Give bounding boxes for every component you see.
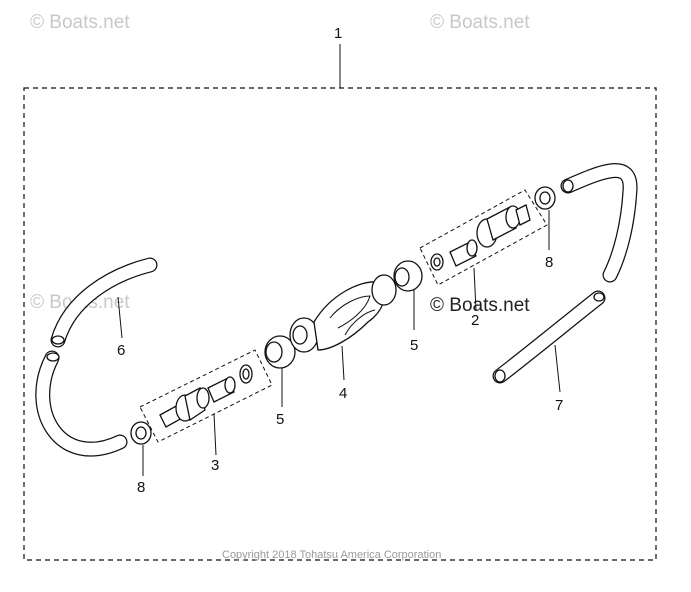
connector-right[interactable] <box>430 204 531 271</box>
connector-right-box <box>419 189 548 286</box>
connector-left[interactable] <box>159 364 253 428</box>
connector-right-leader <box>473 267 477 311</box>
watermark-top-left: © Boats.net <box>30 12 130 33</box>
callout-4: 4 <box>339 385 347 402</box>
callout-5-left: 5 <box>276 411 284 428</box>
primer-bulb[interactable] <box>289 274 397 353</box>
ring-left[interactable] <box>264 335 296 369</box>
callout-8-right: 8 <box>545 254 553 271</box>
hose-left[interactable] <box>35 257 158 457</box>
callout-5-right: 5 <box>410 337 418 354</box>
connector-left-box <box>139 349 273 443</box>
callout-7: 7 <box>555 397 563 414</box>
watermark-top-right: © Boats.net <box>430 12 530 33</box>
connector-left-leader <box>213 413 217 456</box>
copyright-text: Copyright 2018 Tohatsu America Corporati… <box>222 549 441 561</box>
watermark-center: © Boats.net <box>430 295 530 316</box>
hose-right[interactable] <box>492 163 638 384</box>
callout-1: 1 <box>334 25 342 42</box>
primer-bulb-leader <box>341 345 345 381</box>
callout-6: 6 <box>117 342 125 359</box>
callout-3: 3 <box>211 457 219 474</box>
callout-2: 2 <box>471 312 479 329</box>
ring-right[interactable] <box>393 260 423 292</box>
hose-left-leader <box>117 296 123 339</box>
hose-right-leader <box>554 344 561 393</box>
callout-8-left: 8 <box>137 479 145 496</box>
clip-left[interactable] <box>130 421 152 445</box>
clip-right[interactable] <box>534 186 556 210</box>
